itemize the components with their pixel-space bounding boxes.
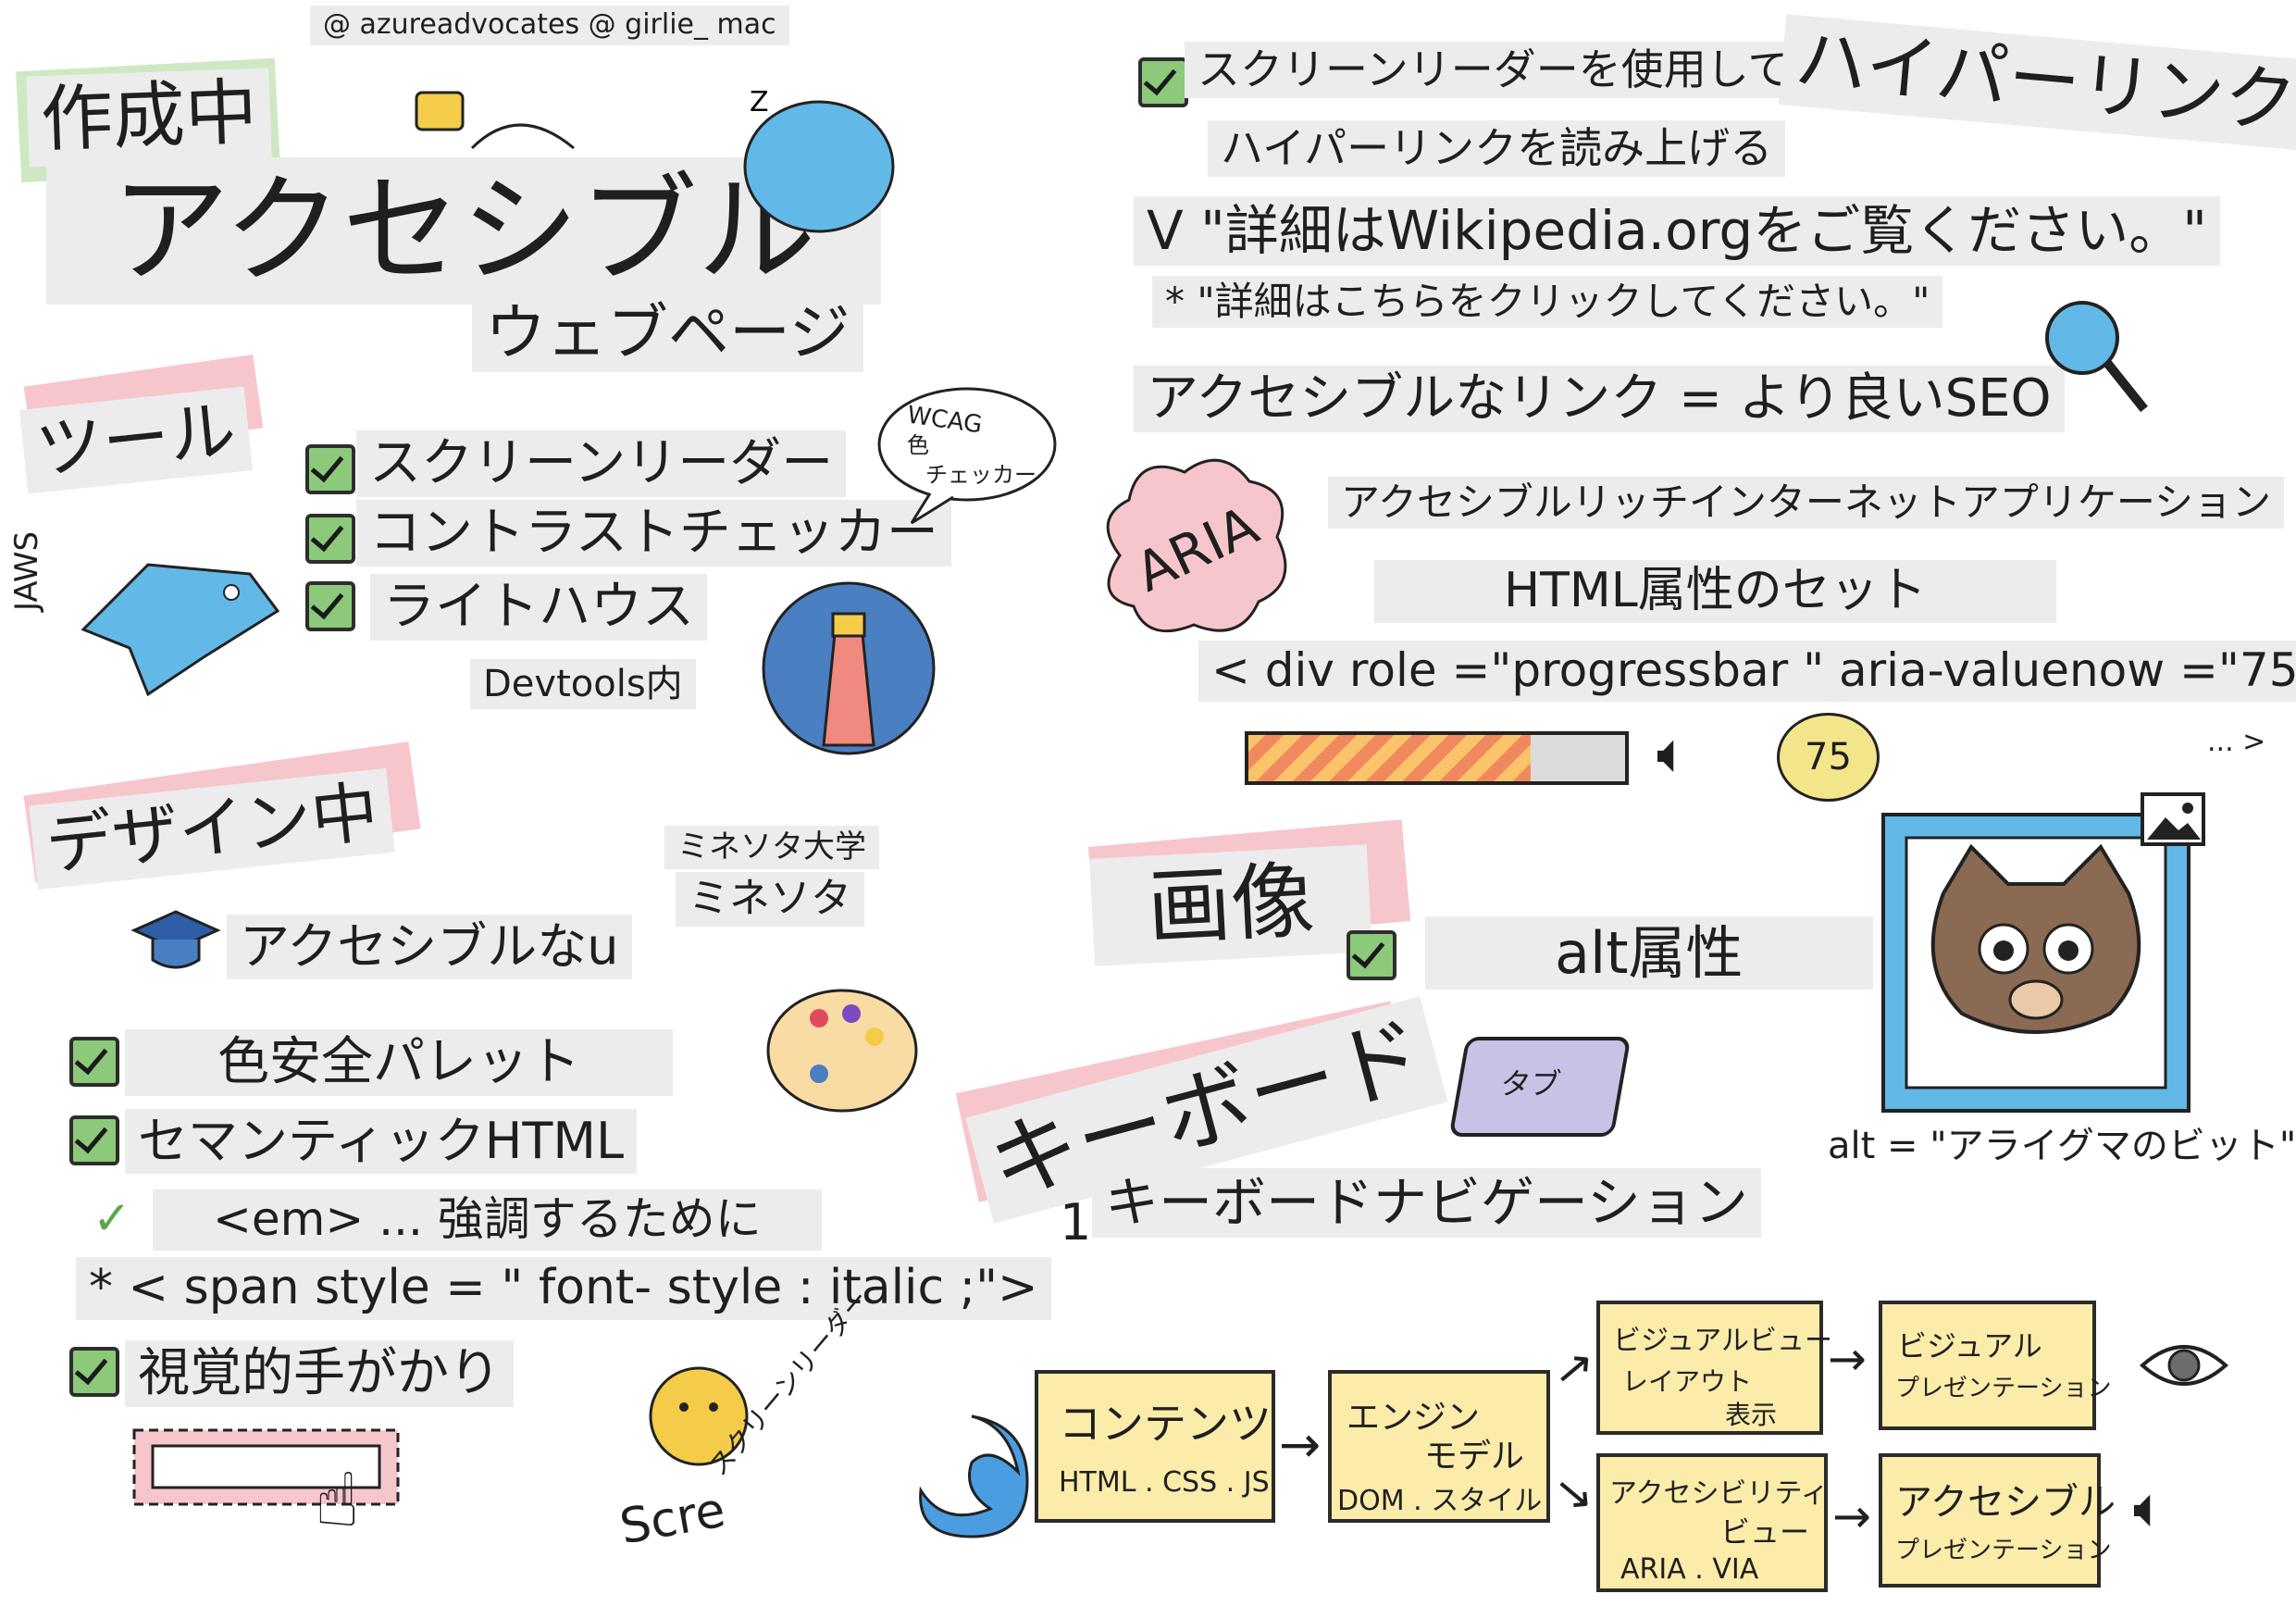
pipeline-visual-pres-box: ビジュアル プレゼンテーション: [1879, 1301, 2111, 1430]
aria-code-ellipsis: ... >: [2207, 726, 2266, 758]
progress-bar: [1245, 731, 1629, 785]
design-item-visual-cues: 視覚的手がかり: [125, 1340, 514, 1408]
eye-icon: [2139, 1345, 2229, 1386]
pipeline-engine-box: エンジン モデル DOM . スタイル: [1328, 1370, 1550, 1523]
link-good-example: V "詳細はWikipedia.orgをご覧ください。": [1134, 196, 2220, 266]
speaker-icon: 🔈︎: [1657, 721, 1690, 786]
edge-logo-icon: [919, 1414, 1029, 1538]
design-item-semantic-html: セマンティックHTML: [125, 1109, 638, 1175]
visual-pres-line-1: ビジュアル: [1897, 1328, 2042, 1364]
engine-sub: DOM . スタイル: [1337, 1485, 1543, 1517]
checkbox-icon: [69, 1037, 119, 1087]
checkbox-icon: [69, 1347, 119, 1397]
engine-line-1: エンジン: [1347, 1399, 1481, 1437]
keyboard-nav-number: 1: [1060, 1193, 1092, 1252]
wcag-checker-label: チェッカー: [925, 462, 1036, 488]
arrow-icon: →: [1832, 1489, 1871, 1543]
screen-reader-line-2: ハイパーリンクを読み上げる: [1208, 120, 1786, 177]
magnifier-icon: [2045, 301, 2148, 413]
checkbox-icon: [305, 581, 355, 631]
alt-example: alt = "アライグマのビット": [1828, 1125, 2296, 1167]
aria-description: HTML属性のセット: [1374, 560, 2056, 623]
title-line-1: 作成中: [26, 68, 272, 168]
design-item-em: <em> ... 強調するために: [153, 1189, 822, 1251]
tool-item-contrast-checker: コントラストチェッカー: [356, 500, 951, 567]
course-name: アクセシブルなu: [227, 915, 632, 980]
lighthouse-icon: [762, 581, 936, 755]
aria-full-name: アクセシブルリッチインターネットアプリケーション: [1328, 477, 2285, 529]
aria-code-example: < div role ="progressbar " aria-valuenow…: [1198, 641, 2296, 702]
visual-pres-line-2: プレゼンテーション: [1895, 1375, 2112, 1402]
visual-view-line-1: ビジュアルビュー: [1613, 1325, 1832, 1357]
title-line-3: ウェブページ: [472, 294, 863, 372]
checkbox-icon: [305, 514, 355, 564]
tab-key-label: タブ: [1497, 1066, 1563, 1102]
arrow-icon: →: [1828, 1332, 1867, 1386]
checkmark-icon: ✓: [93, 1191, 131, 1245]
image-icon: [2141, 792, 2205, 846]
pointer-hand-icon: ☝: [315, 1457, 360, 1543]
a11y-pres-line-1: アクセシブル: [1895, 1481, 2116, 1524]
speech-value-bubble: 75: [1777, 713, 1880, 802]
content-sub: HTML . CSS . JS: [1059, 1466, 1270, 1499]
visual-view-line-2: レイアウト: [1622, 1366, 1753, 1397]
visual-view-line-3: 表示: [1725, 1400, 1778, 1430]
images-heading: 画像: [1089, 844, 1372, 966]
keyboard-nav-item: キーボードナビゲーション: [1092, 1168, 1761, 1238]
pipeline-visual-view-box: ビジュアルビュー レイアウト 表示: [1596, 1301, 1832, 1435]
accessible-link-seo: アクセシブルなリンク = より良いSEO: [1134, 366, 2065, 433]
course-note-minnesota: ミネソタ: [676, 872, 864, 927]
checkbox-icon: [1347, 930, 1396, 980]
title-line-2: アクセシブル: [46, 157, 881, 305]
svg-text:Z: Z: [750, 86, 769, 118]
sleeping-cat-icon: [415, 91, 575, 150]
alt-attribute-item: alt属性: [1425, 916, 1873, 990]
a11y-pres-line-2: プレゼンテーション: [1895, 1537, 2112, 1564]
palette-icon: [766, 989, 918, 1113]
devtools-note: Devtools内: [470, 659, 696, 709]
a11y-view-line-1: アクセシビリティ: [1609, 1477, 1829, 1510]
shark-icon: [81, 563, 280, 697]
wcag-color-label: 色: [907, 432, 929, 458]
course-note-university: ミネソタ大学: [664, 826, 879, 870]
arrow-icon: →: [1279, 1415, 1322, 1474]
speech-bubble-icon: [877, 387, 1057, 525]
checkbox-icon: [69, 1115, 119, 1165]
raccoon-picture: [1881, 813, 2191, 1113]
jaws-label: JAWS: [8, 530, 45, 611]
pipeline-content-box: コンテンツ HTML . CSS . JS: [1035, 1370, 1275, 1523]
hyperlink-heading: ハイパーリンク: [1778, 14, 2296, 151]
pipeline-a11y-pres-box: アクセシブル プレゼンテーション: [1879, 1453, 2116, 1588]
tool-item-lighthouse: ライトハウス: [370, 574, 707, 641]
checkbox-icon: [305, 444, 355, 494]
graduation-cap-icon: [130, 910, 221, 969]
author-handles: @ azureadvocates @ girlie_ mac: [310, 6, 789, 45]
pipeline-a11y-view-box: アクセシビリティ ビュー ARIA . VIA: [1596, 1453, 1829, 1592]
design-item-span-style: * < span style = " font- style : italic …: [76, 1257, 1051, 1320]
sleeping-computer-icon: Z: [743, 86, 895, 233]
tab-key-icon: タブ: [1448, 1037, 1632, 1137]
a11y-view-sub: ARIA . VIA: [1620, 1553, 1759, 1586]
speech-value: 75: [1805, 736, 1852, 778]
aria-cloud-icon: [1106, 458, 1287, 633]
a11y-view-line-2: ビュー: [1720, 1514, 1810, 1550]
checkbox-icon: [1138, 57, 1188, 107]
input-field-doodle: [132, 1428, 400, 1506]
tool-item-screen-reader: スクリーンリーダー: [356, 430, 847, 498]
content-title: コンテンツ: [1059, 1399, 1272, 1449]
progress-bar-fill: [1248, 735, 1532, 781]
scre-label: Scre: [615, 1482, 730, 1556]
screen-reader-line-1: スクリーンリーダーを使用して: [1185, 42, 1804, 98]
design-item-palette: 色安全パレット: [125, 1029, 673, 1097]
link-bad-example: * "詳細はこちらをクリックしてください。": [1152, 276, 1943, 329]
engine-line-2: モデル: [1424, 1438, 1525, 1476]
speaker-icon: 🔈︎: [2133, 1476, 2166, 1540]
thinking-face-icon: [649, 1366, 749, 1466]
